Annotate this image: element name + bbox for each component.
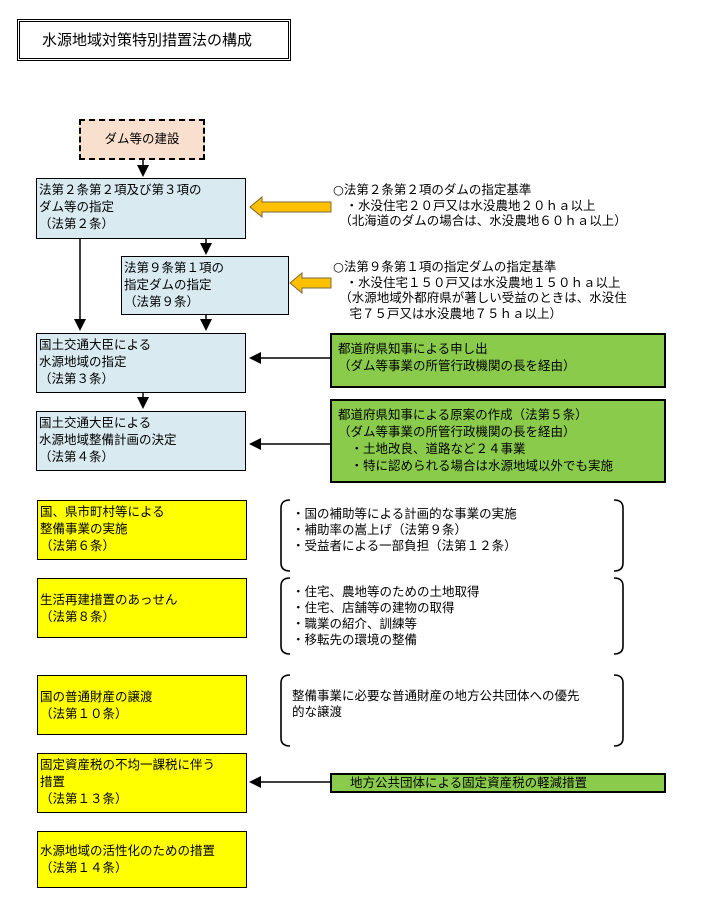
text-line: 水源地域の指定: [39, 354, 127, 369]
green-box-governor-request: 都道府県知事による申し出 （ダム等事業の所管行政機関の長を経由）: [330, 333, 666, 388]
text-line: ダム等の指定: [39, 199, 115, 214]
text-line: ○法第２条第２項のダムの指定基準: [333, 182, 532, 197]
text-line: ・水没住宅２０戸又は水没農地２０ｈａ以上: [333, 197, 596, 213]
text-line: 国、県市町村等による: [40, 504, 165, 519]
text-line: （法第６条）: [40, 538, 116, 553]
orange-arrow-criteria-2: [289, 271, 332, 295]
measure-box-livelihood-rebuilding: 生活再建措置のあっせん （法第８条）: [37, 578, 247, 638]
page-title: 水源地域対策特別措置法の構成: [17, 19, 291, 61]
flow-box-dam-designation: 法第２条第２項及び第３項のダム等の指定 （法第２条）: [36, 178, 246, 239]
text-line: ・補助率の嵩上げ（法第９条）: [292, 522, 468, 537]
criteria-note-article-2: ○法第２条第２項のダムの指定基準 ・水没住宅２０戸又は水没農地２０ｈａ以上 （北…: [333, 182, 627, 229]
text-line: 的な譲渡: [292, 704, 343, 719]
text-line: ・土地改良、道路など２４事業: [338, 441, 526, 456]
text-line: （法第９条）: [124, 294, 200, 309]
text-line: 都道府県知事による原案の作成（法第５条）: [338, 407, 588, 422]
criteria-note-article-9: ○法第９条第１項の指定ダムの指定基準 ・水没住宅１５０戸又は水没農地１５０ｈａ以…: [333, 259, 627, 321]
text-line: ・移転先の環境の整備: [292, 632, 418, 647]
text-line: （法第４条）: [39, 449, 115, 464]
text-line: 法第２条第２項及び第３項の: [39, 182, 202, 197]
text-line: ・受益者による一部負担（法第１２条）: [292, 538, 517, 553]
text-line: （法第１４条）: [40, 860, 128, 875]
details-development-projects: ・国の補助等による計画的な事業の実施・補助率の嵩上げ（法第９条）・受益者による一…: [292, 506, 517, 554]
text-line: 地方公共団体による固定資産税の軽減措置: [350, 775, 588, 790]
text-line: ・住宅、農地等のための土地取得: [292, 584, 480, 599]
text-line: 宅７５戸又は水没農地７５ｈａ以上）: [333, 305, 562, 321]
text-line: （北海道のダムの場合は、水没農地６０ｈａ以上）: [333, 213, 627, 228]
measure-box-fixed-asset-tax: 固定資産税の不均一課税に伴う措置 （法第１３条）: [37, 753, 247, 813]
text-line: ・特に認められる場合は水源地域以外でも実施: [338, 458, 614, 473]
brace-group-1: [280, 499, 624, 572]
text-line: 整備事業に必要な普通財産の地方公共団体への優先: [292, 688, 580, 703]
text-line: ・国の補助等による計画的な事業の実施: [292, 506, 517, 521]
text-line: （法第３条）: [39, 371, 115, 386]
text-line: 国土交通大臣による: [39, 415, 152, 430]
text-line: 整備事業の実施: [40, 521, 128, 536]
flow-box-development-plan: 国土交通大臣による水源地域整備計画の決定 （法第４条）: [36, 411, 246, 471]
text-line: 生活再建措置のあっせん: [40, 592, 178, 607]
brace-group-2: [280, 577, 624, 655]
text-line: 水源地域の活性化のための措置: [40, 843, 216, 858]
details-property-transfer: 整備事業に必要な普通財産の地方公共団体への優先的な譲渡: [292, 688, 580, 720]
text-line: 指定ダムの指定: [124, 277, 212, 292]
text-line: （ダム等事業の所管行政機関の長を経由）: [338, 424, 576, 439]
text-line: 水源地域整備計画の決定: [39, 432, 177, 447]
orange-arrow-criteria-1: [249, 195, 332, 219]
text-line: ○法第９条第１項の指定ダムの指定基準: [333, 259, 557, 274]
green-box-draft-plan: 都道府県知事による原案の作成（法第５条）（ダム等事業の所管行政機関の長を経由） …: [330, 399, 666, 483]
measure-box-development-projects: 国、県市町村等による整備事業の実施 （法第６条）: [37, 500, 247, 560]
details-livelihood-rebuilding: ・住宅、農地等のための土地取得・住宅、店舗等の建物の取得・職業の紹介、訓練等・移…: [292, 584, 480, 648]
flow-box-designated-dam: 法第９条第１項の指定ダムの指定 （法第９条）: [121, 256, 289, 315]
text-line: （水源地域外都府県が著しい受益のときは、水没住: [333, 290, 627, 305]
measure-box-property-transfer: 国の普通財産の譲渡 （法第１０条）: [37, 675, 247, 735]
text-line: ・水没住宅１５０戸又は水没農地１５０ｈａ以上: [333, 274, 621, 290]
text-line: （法第８条）: [40, 609, 116, 624]
text-line: 都道府県知事による申し出: [338, 341, 488, 356]
text-line: 法第９条第１項の: [124, 260, 225, 275]
text-line: （法第１０条）: [40, 706, 128, 721]
start-box-dam-construction: ダム等の建設: [79, 119, 205, 160]
text-line: （法第１３条）: [40, 791, 128, 806]
text-line: 国土交通大臣による: [39, 337, 152, 352]
green-box-tax-relief: 地方公共団体による固定資産税の軽減措置: [330, 773, 666, 793]
text-line: 措置: [40, 774, 66, 789]
flow-box-area-designation: 国土交通大臣による水源地域の指定 （法第３条）: [36, 333, 246, 393]
text-line: ・住宅、店舗等の建物の取得: [292, 600, 455, 615]
text-line: （法第２条）: [39, 216, 115, 231]
measure-box-area-revitalization: 水源地域の活性化のための措置 （法第１４条）: [37, 831, 247, 888]
text-line: （ダム等事業の所管行政機関の長を経由）: [338, 358, 576, 373]
brace-group-3: [280, 674, 624, 747]
text-line: ・職業の紹介、訓練等: [292, 616, 418, 631]
text-line: 固定資産税の不均一課税に伴う: [40, 757, 216, 772]
text-line: 国の普通財産の譲渡: [40, 689, 153, 704]
